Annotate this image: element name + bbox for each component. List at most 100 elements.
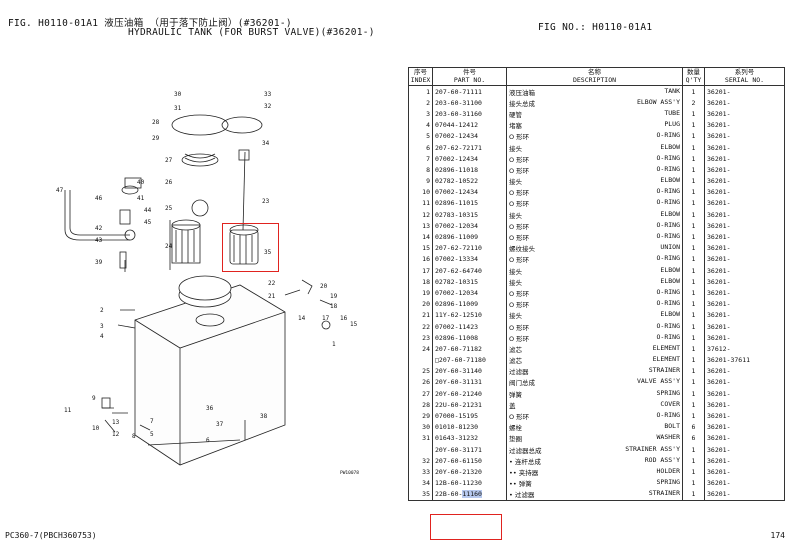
footer-page-number: 174	[770, 531, 785, 540]
cell-quantity: 1	[682, 220, 705, 232]
cell-serial-no: 36201-	[704, 97, 785, 109]
description-cn: •• 夹持器	[509, 468, 539, 477]
cell-serial-no: 36201-	[704, 220, 785, 232]
callout-23: 23	[262, 198, 270, 205]
callout-20: 20	[320, 283, 328, 290]
callout-15: 15	[350, 321, 358, 328]
description-cn: O 形环	[509, 334, 530, 343]
description-en: O-RING	[656, 232, 680, 241]
description-en: ELEMENT	[652, 355, 680, 364]
description-en: PLUG	[664, 120, 680, 129]
highlight-box-diagram	[222, 223, 279, 272]
column-header-cn: 序号	[414, 68, 427, 76]
cell-quantity: 1	[682, 332, 705, 344]
cell-index: 21	[408, 309, 433, 321]
description-en: STRAINER	[648, 489, 680, 498]
description-en: O-RING	[656, 321, 680, 330]
callout-16: 16	[340, 315, 348, 322]
description-en: SPRING	[656, 478, 680, 487]
cell-part-no: 02783-10315	[432, 209, 507, 221]
column-header-en: INDEX	[410, 75, 431, 84]
cell-serial-no: 36201-	[704, 265, 785, 277]
description-cn: 接头	[509, 267, 522, 276]
description-cn: O 形环	[509, 189, 530, 198]
description-en: VALVE ASS'Y	[636, 377, 680, 386]
callout-39: 39	[95, 259, 103, 266]
description-en: WASHER	[656, 433, 680, 442]
cell-index: 13	[408, 220, 433, 232]
cell-quantity: 1	[682, 354, 705, 366]
cell-quantity: 1	[682, 444, 705, 456]
cell-quantity: 2	[682, 97, 705, 109]
cell-part-no: 203-60-31100	[432, 97, 507, 109]
callout-14: 14	[298, 315, 306, 322]
cell-quantity: 1	[682, 108, 705, 120]
cell-part-no: 07044-12412	[432, 119, 507, 131]
cell-serial-no: 36201-	[704, 108, 785, 120]
footer-model: PC360-7(PBCH360753)	[5, 531, 97, 540]
cell-quantity: 1	[682, 197, 705, 210]
description-en: O-RING	[656, 187, 680, 196]
cell-index: 16	[408, 253, 433, 265]
cell-description: O 形环 O-RING	[506, 186, 683, 198]
cell-part-no: 07002-12434	[432, 153, 507, 165]
cell-index: 25	[408, 365, 433, 377]
description-en: ELBOW	[660, 209, 680, 218]
cell-part-no: 20Y-60-21320	[432, 466, 507, 478]
cell-part-no: 207-60-71111	[432, 85, 507, 98]
cell-quantity: 1	[682, 209, 705, 221]
cell-serial-no: 36201-	[704, 410, 785, 422]
cell-part-no: 02896-11009	[432, 231, 507, 243]
callout-30: 30	[174, 91, 182, 98]
description-en: O-RING	[656, 254, 680, 263]
callout-41: 41	[137, 195, 145, 202]
callout-11: 11	[64, 407, 72, 414]
column-header-en: Q'TY	[685, 75, 702, 84]
cell-part-no: 20Y-60-21240	[432, 388, 507, 400]
cell-serial-no: 36201-	[704, 444, 785, 456]
cell-index: 5	[408, 130, 433, 142]
description-cn: 过滤器总成	[509, 446, 542, 455]
callout-27: 27	[165, 157, 173, 164]
description-cn: O 形环	[509, 413, 530, 422]
cell-serial-no: 36201-	[704, 85, 785, 98]
cell-quantity: 6	[682, 432, 705, 444]
description-en: O-RING	[656, 131, 680, 140]
description-en: O-RING	[656, 287, 680, 296]
tube-part	[64, 190, 130, 241]
cell-index: 15	[408, 242, 433, 254]
description-cn: 阀门总成	[509, 379, 535, 388]
cell-quantity: 1	[682, 119, 705, 131]
cell-serial-no: 36201-	[704, 466, 785, 478]
cell-index: 4	[408, 119, 433, 131]
callout-3: 3	[100, 323, 104, 330]
cell-index: 7	[408, 153, 433, 165]
column-header-en: DESCRIPTION	[572, 75, 617, 84]
callout-42: 42	[95, 225, 103, 232]
callout-19: 19	[330, 293, 338, 300]
cell-serial-no: 36201-	[704, 488, 785, 501]
cell-index: 2	[408, 97, 433, 109]
